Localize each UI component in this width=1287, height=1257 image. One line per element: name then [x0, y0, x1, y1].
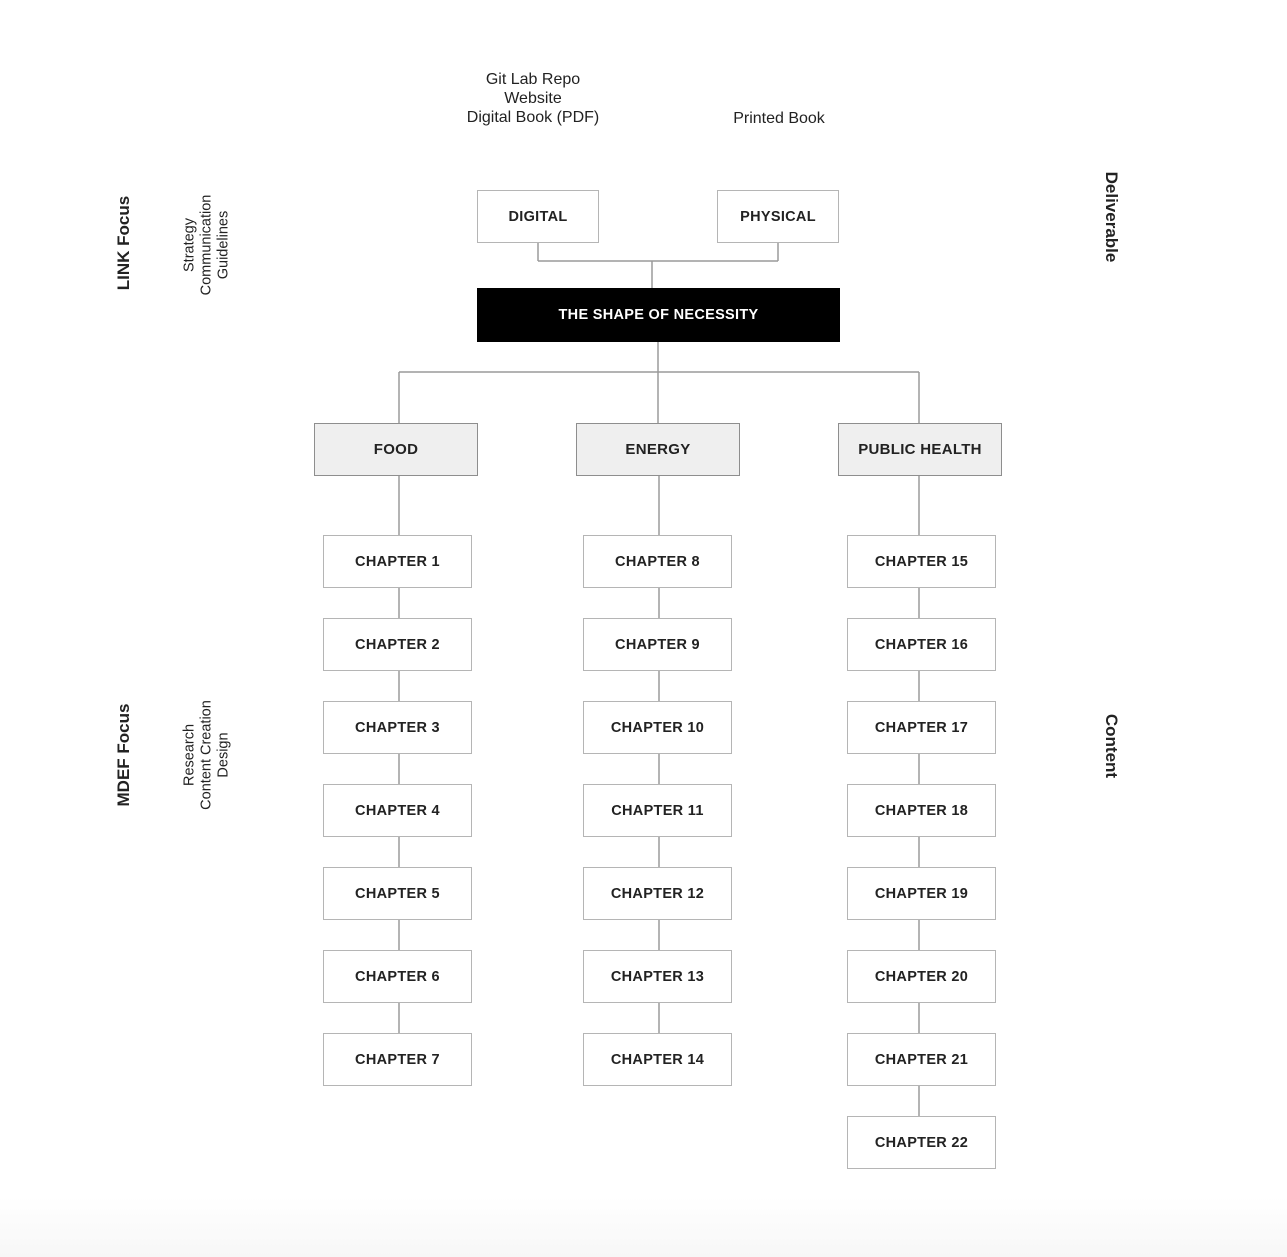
chapter-label: CHAPTER 21: [874, 1051, 969, 1068]
chapter-box: CHAPTER 2: [323, 618, 472, 671]
link-focus-items: Strategy Communication Guidelines: [182, 195, 233, 296]
chapter-label: CHAPTER 22: [874, 1134, 969, 1151]
chapter-label: CHAPTER 7: [355, 1051, 440, 1068]
chapter-label: CHAPTER 11: [611, 802, 704, 819]
focus-item: Design: [215, 732, 232, 778]
chapter-label: CHAPTER 17: [874, 719, 969, 736]
chapter-box: CHAPTER 4: [323, 784, 472, 837]
chapter-box: CHAPTER 6: [323, 950, 472, 1003]
chapter-box: CHAPTER 1: [323, 535, 472, 588]
focus-item: Strategy: [181, 218, 198, 272]
chapter-box: CHAPTER 15: [847, 535, 996, 588]
physical-label: PHYSICAL: [740, 208, 816, 225]
chapter-box: CHAPTER 7: [323, 1033, 472, 1086]
chapter-label: CHAPTER 13: [610, 968, 705, 985]
chapter-label: CHAPTER 16: [874, 636, 969, 653]
note-line: Printed Book: [733, 110, 825, 127]
category-energy: ENERGY: [576, 423, 740, 476]
note-line: Website: [504, 90, 562, 107]
chapter-label: CHAPTER 8: [615, 553, 700, 570]
chapter-label: CHAPTER 2: [355, 636, 440, 653]
category-label: ENERGY: [625, 441, 691, 458]
chapter-label: CHAPTER 12: [610, 885, 705, 902]
chapter-box: CHAPTER 3: [323, 701, 472, 754]
chapter-box: CHAPTER 9: [583, 618, 732, 671]
deliverable-side-label: Deliverable: [1102, 171, 1121, 263]
category-food: FOOD: [314, 423, 478, 476]
bottom-fade: [0, 1197, 1287, 1257]
chapter-box: CHAPTER 16: [847, 618, 996, 671]
chapter-label: CHAPTER 6: [355, 968, 440, 985]
chapter-label: CHAPTER 5: [355, 885, 440, 902]
chapter-box: CHAPTER 5: [323, 867, 472, 920]
category-public-health: PUBLIC HEALTH: [838, 423, 1002, 476]
category-label: PUBLIC HEALTH: [858, 441, 982, 458]
chapter-label: CHAPTER 3: [355, 719, 440, 736]
chapter-label: CHAPTER 9: [615, 636, 700, 653]
chapter-box: CHAPTER 18: [847, 784, 996, 837]
chapter-label: CHAPTER 1: [355, 553, 440, 570]
focus-item: Content Creation: [198, 700, 215, 810]
digital-label: DIGITAL: [508, 208, 568, 225]
mdef-focus-items: Research Content Creation Design: [182, 700, 233, 810]
chapter-label: CHAPTER 18: [874, 802, 969, 819]
digital-deliverable-notes: Git Lab Repo Website Digital Book (PDF): [467, 70, 599, 127]
chapter-label: CHAPTER 15: [874, 553, 969, 570]
root-label: THE SHAPE OF NECESSITY: [558, 307, 759, 323]
root-box: THE SHAPE OF NECESSITY: [477, 288, 840, 342]
chapter-box: CHAPTER 21: [847, 1033, 996, 1086]
focus-item: Guidelines: [215, 210, 232, 280]
note-line: Git Lab Repo: [485, 71, 581, 88]
physical-deliverable-notes: Printed Book: [733, 109, 825, 128]
focus-item: Communication: [198, 194, 215, 296]
chapter-label: CHAPTER 14: [610, 1051, 705, 1068]
chapter-box: CHAPTER 11: [583, 784, 732, 837]
content-side-label: Content: [1102, 713, 1121, 779]
chapter-label: CHAPTER 19: [874, 885, 969, 902]
chapter-box: CHAPTER 10: [583, 701, 732, 754]
chapter-box: CHAPTER 17: [847, 701, 996, 754]
focus-item: Research: [181, 723, 198, 787]
mdef-focus-title: MDEF Focus: [114, 703, 133, 807]
chapter-box: CHAPTER 14: [583, 1033, 732, 1086]
note-line: Digital Book (PDF): [466, 109, 600, 126]
chapter-box: CHAPTER 8: [583, 535, 732, 588]
category-label: FOOD: [373, 441, 419, 458]
physical-box: PHYSICAL: [717, 190, 839, 243]
chapter-box: CHAPTER 13: [583, 950, 732, 1003]
chapter-box: CHAPTER 22: [847, 1116, 996, 1169]
chapter-label: CHAPTER 10: [610, 719, 705, 736]
chapter-box: CHAPTER 20: [847, 950, 996, 1003]
chapter-box: CHAPTER 19: [847, 867, 996, 920]
digital-box: DIGITAL: [477, 190, 599, 243]
chapter-box: CHAPTER 12: [583, 867, 732, 920]
chapter-label: CHAPTER 4: [355, 802, 440, 819]
link-focus-title: LINK Focus: [114, 195, 133, 291]
chapter-label: CHAPTER 20: [874, 968, 969, 985]
